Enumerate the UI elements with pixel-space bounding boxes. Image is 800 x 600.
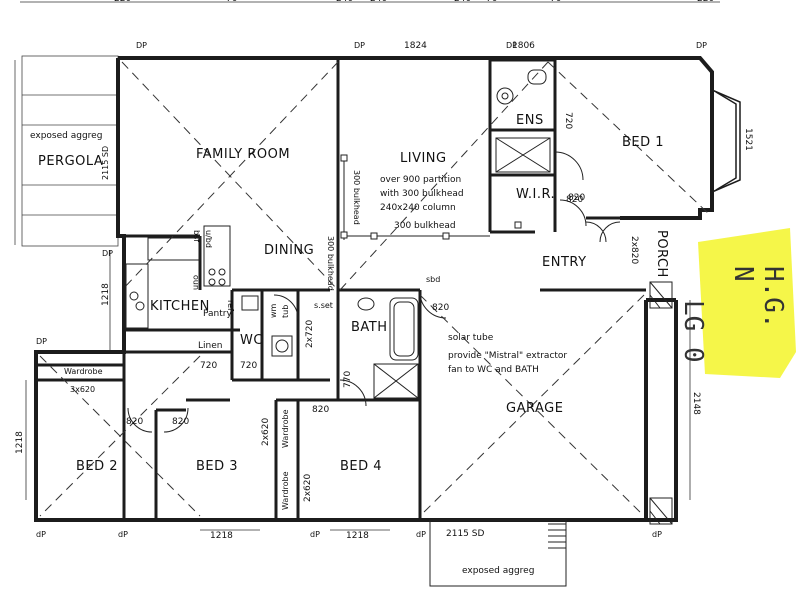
room-wir: W.I.R. (516, 187, 556, 202)
dim-label: 820 (172, 417, 190, 427)
dp-marker: DP (696, 41, 707, 50)
dp-marker: DP (136, 41, 147, 50)
dim-label: 1218 (15, 431, 25, 454)
room-porch: PORCH (654, 230, 669, 278)
garage-piers (649, 281, 673, 525)
top-dim-1: 220 (114, 0, 131, 4)
dim-label: 1521 (743, 128, 753, 151)
living-partition (340, 154, 522, 240)
top-dim-3: 240 (336, 0, 353, 4)
dim-label: 1806 (512, 41, 535, 51)
door-swings (127, 151, 621, 433)
dp-marker: DP (354, 41, 365, 50)
room-living: LIVING (400, 151, 447, 166)
note-exposed-aggreg: exposed aggreg (30, 131, 103, 141)
note-wm: wm (269, 303, 278, 318)
dim-label: 1218 (210, 531, 233, 541)
dim-label: 820 (566, 195, 584, 205)
top-dim-4: 240 (370, 0, 387, 4)
room-garage: GARAGE (506, 401, 564, 416)
top-dim-2: 70 (226, 0, 237, 4)
kitchen-fixtures (125, 225, 231, 329)
dim-label: 2148 (691, 392, 701, 415)
side-dimension-lines (25, 250, 691, 531)
dim-label: 720 (200, 361, 218, 371)
note-extractor-2: fan to WC and BATH (448, 365, 539, 375)
dp-marker: dP (36, 530, 46, 539)
room-pantry: Pantry (203, 309, 232, 319)
room-ens: ENS (516, 113, 544, 128)
top-dim-6: 70 (486, 0, 497, 4)
note-partition-2: with 300 bulkhead (380, 189, 464, 199)
note-wardrobe: Wardrobe (281, 471, 290, 510)
room-entry: ENTRY (542, 255, 587, 270)
dp-marker: dP (652, 530, 662, 539)
highlighter-mark (698, 228, 796, 378)
dim-label: 820 (432, 303, 450, 313)
dim-label: 720 (563, 112, 573, 130)
note-sbd: sbd (426, 275, 441, 284)
note-ref: ref (226, 300, 235, 311)
dim-label: 2x720 (305, 319, 315, 348)
dim-label: 2x820 (629, 236, 639, 265)
top-dim-5: 240 (454, 0, 471, 4)
note-solar-tube: solar tube (448, 333, 494, 343)
bath-fixtures (241, 295, 419, 399)
dim-label: 770 (343, 370, 353, 388)
note-uno: uno (191, 274, 200, 290)
room-pergola: PERGOLA (38, 154, 104, 169)
room-kitchen: KITCHEN (150, 299, 210, 314)
note-partition-3: 240x240 column (380, 203, 456, 213)
dim-label: 720 (240, 361, 258, 371)
note-set: s.set (314, 301, 333, 310)
note-extractor-1: provide "Mistral" extractor (448, 351, 568, 361)
dim-label: 820 (568, 193, 586, 203)
dp-marker: dP (416, 530, 426, 539)
dp-marker: DP (36, 337, 47, 346)
dp-marker: dP (118, 530, 128, 539)
dim-label: 1824 (404, 41, 427, 51)
note-tub: tub (281, 304, 290, 318)
dim-label: 2x620 (303, 473, 313, 502)
dim-label: 820 (126, 417, 144, 427)
room-family-room: FAMILY ROOM (196, 147, 291, 162)
note-bulkhead-vertical: 300 bulkhead (352, 170, 361, 225)
room-bed2: BED 2 (76, 459, 119, 474)
note-bsf: bsf (192, 230, 201, 243)
dp-marker: DP (102, 249, 113, 258)
top-dim-7: 70 (550, 0, 561, 4)
note-wardrobe: Wardrobe (281, 409, 290, 448)
roof-diagonals (39, 61, 711, 517)
dim-label: 1218 (101, 283, 111, 306)
note-partition-1: over 900 partition (380, 175, 462, 185)
note-upper-cupboard: u/bd (204, 230, 213, 248)
room-linen: Linen (198, 341, 223, 351)
dp-marker: dP (310, 530, 320, 539)
room-bed1: BED 1 (622, 135, 665, 150)
note-bulkhead-vertical: 300 bulkhead (326, 236, 335, 291)
ensuite-fixtures (495, 69, 551, 173)
dim-label: 820 (312, 405, 330, 415)
note-wardrobe-bed2: Wardrobe (64, 367, 103, 376)
room-wc: WC (240, 333, 263, 348)
dp-marker: DP (506, 41, 517, 50)
handwritten-initials: H.G. N (728, 266, 788, 329)
room-dining: DINING (264, 243, 315, 258)
room-bath: BATH (351, 320, 388, 335)
note-exposed-aggreg-bottom: exposed aggreg (462, 566, 535, 576)
top-dim-8: 220 (697, 0, 714, 4)
handwritten-lot-number: LG 0 (678, 300, 708, 363)
room-bed4: BED 4 (340, 459, 383, 474)
dim-label: 1218 (346, 531, 369, 541)
bottom-steps (429, 519, 567, 587)
dim-label: 2x620 (261, 417, 271, 446)
note-bulkhead: 300 bulkhead (394, 221, 456, 231)
note-wardrobe-bed2-size: 3x620 (70, 385, 96, 394)
room-bed3: BED 3 (196, 459, 239, 474)
note-pergola-sd: 2115 SD (101, 145, 110, 180)
bay-window (711, 89, 741, 193)
note-garage-sd: 2115 SD (446, 529, 485, 539)
